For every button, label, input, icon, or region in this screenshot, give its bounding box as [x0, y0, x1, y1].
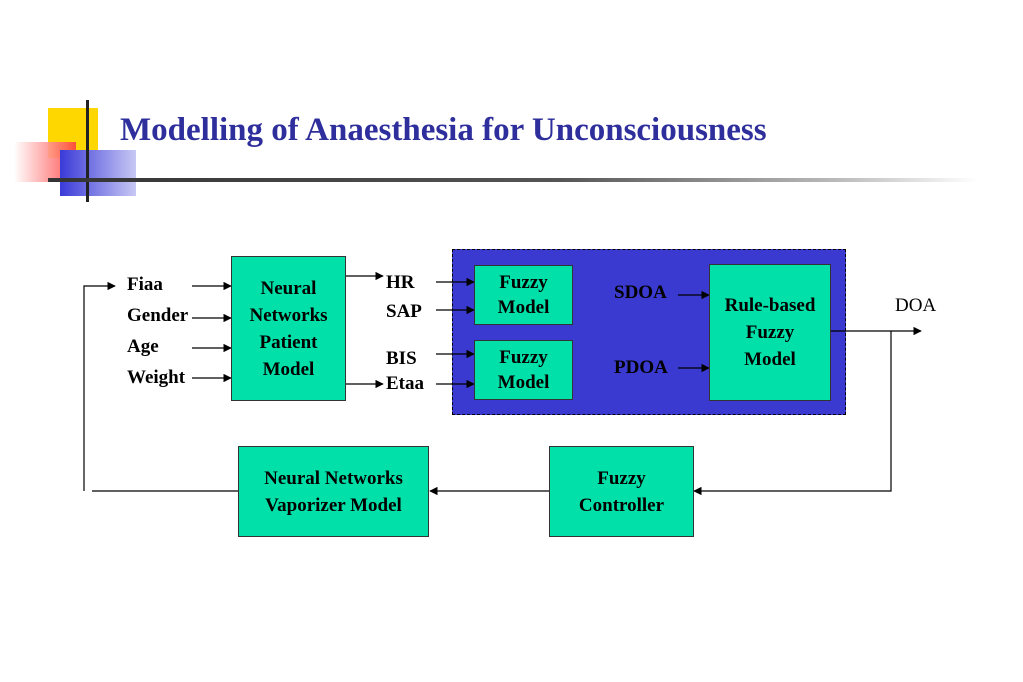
signal-label-pdoa: PDOA: [614, 357, 668, 378]
patient-model-block: Neural Networks Patient Model: [231, 256, 346, 401]
fuzzy-model-1-block: Fuzzy Model: [474, 265, 573, 325]
signal-label-etaa: Etaa: [386, 373, 424, 394]
vaporizer-model-block: Neural Networks Vaporizer Model: [238, 446, 429, 537]
vaporizer-model-label: Neural Networks Vaporizer Model: [264, 467, 403, 516]
deco-vertical-line: [86, 100, 89, 202]
signal-label-doa: DOA: [895, 295, 937, 316]
title-underline: [48, 178, 978, 182]
patient-model-label: Neural Networks Patient Model: [249, 277, 328, 380]
input-label-fiaa: Fiaa: [127, 274, 163, 295]
fuzzy-model-2-block: Fuzzy Model: [474, 340, 573, 400]
signal-label-hr: HR: [386, 272, 415, 293]
page-title: Modelling of Anaesthesia for Unconscious…: [120, 112, 767, 148]
deco-blue-square: [60, 150, 136, 196]
fuzzy-model-2-label: Fuzzy Model: [497, 347, 550, 393]
input-label-weight: Weight: [127, 367, 186, 388]
signal-label-sdoa: SDOA: [614, 282, 667, 303]
loop-to-fiaa: [83, 281, 116, 491]
corner-decoration: [0, 0, 140, 210]
fuzzy-controller-label: Fuzzy Controller: [578, 467, 665, 516]
signal-label-sap: SAP: [386, 301, 422, 322]
fuzzy-model-1-label: Fuzzy Model: [497, 272, 550, 318]
rule-based-fuzzy-model-block: Rule-based Fuzzy Model: [709, 264, 831, 401]
feedback-to-controller: [693, 331, 892, 496]
rule-based-label: Rule-based Fuzzy Model: [724, 295, 816, 370]
fuzzy-controller-block: Fuzzy Controller: [549, 446, 694, 537]
input-label-age: Age: [127, 336, 159, 357]
signal-label-bis: BIS: [386, 348, 417, 369]
input-label-gender: Gender: [127, 305, 189, 326]
